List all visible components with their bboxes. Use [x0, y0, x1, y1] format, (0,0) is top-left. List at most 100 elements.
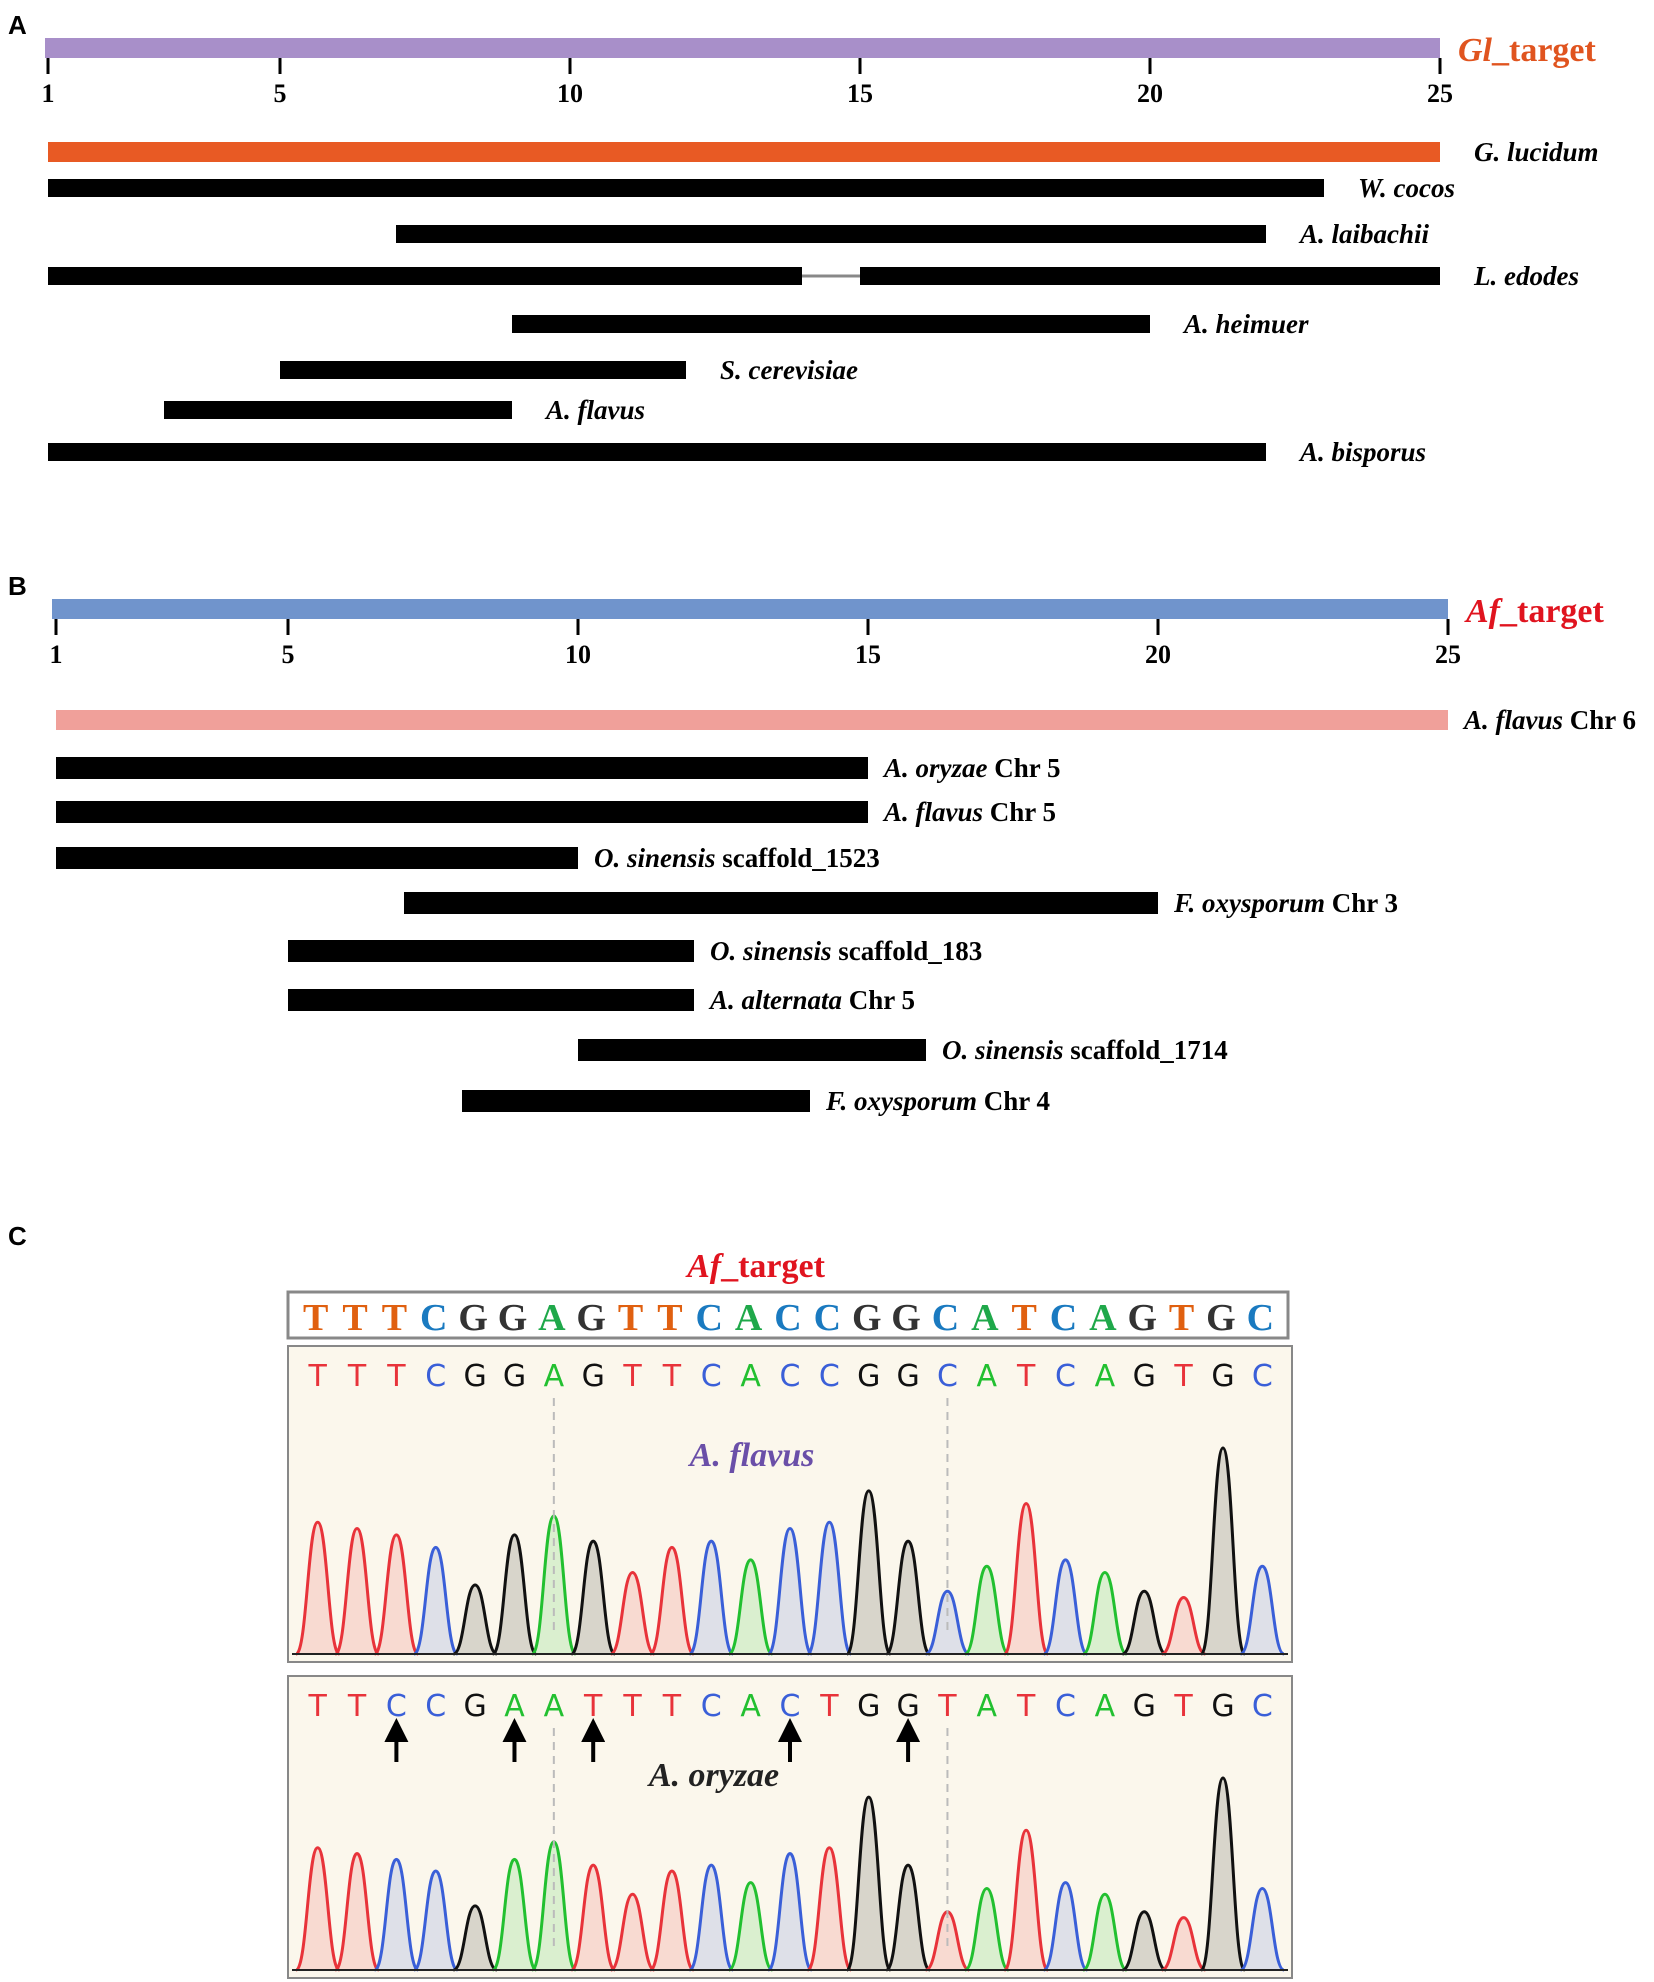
called-base: A	[544, 1359, 565, 1394]
target-base: T	[1011, 1297, 1036, 1339]
called-base: G	[1211, 1689, 1234, 1724]
called-base: T	[622, 1689, 642, 1724]
axis-tick-label: 25	[1435, 640, 1461, 669]
af-target-title-italic: Af	[1464, 593, 1504, 630]
called-base: T	[386, 1359, 406, 1394]
target-base: T	[1169, 1297, 1194, 1339]
species-name: W. cocos	[1358, 173, 1455, 203]
gl-target-title: Gl_target	[1458, 32, 1597, 69]
target-base: G	[852, 1297, 882, 1339]
trace-peak	[610, 1570, 656, 1656]
target-base: G	[1206, 1297, 1236, 1339]
trace-peak	[333, 1852, 381, 1972]
trace-peak	[845, 1489, 892, 1656]
trace-peak	[1239, 1564, 1285, 1656]
alignment-row: A. heimuer	[512, 309, 1309, 339]
trace-peak	[610, 1892, 656, 1972]
called-base: G	[896, 1359, 919, 1394]
trace-peak	[845, 1795, 892, 1972]
species-label: F. oxysporum Chr 4	[825, 1086, 1050, 1116]
called-base: A	[544, 1689, 565, 1724]
species-label: G. lucidum	[1474, 137, 1599, 167]
trace-peak	[294, 1846, 341, 1972]
alignment-bar	[56, 801, 868, 823]
species-label: A. oryzae Chr 5	[882, 753, 1061, 783]
species-name: A. heimuer	[1182, 309, 1309, 339]
species-name: F. oxysporum	[1173, 888, 1325, 918]
called-base: G	[857, 1689, 880, 1724]
called-base: T	[347, 1359, 367, 1394]
called-base: G	[503, 1359, 526, 1394]
axis-tick-label: 1	[42, 79, 55, 108]
axis-tick-label: 10	[565, 640, 591, 669]
alignment-bar	[48, 443, 1266, 461]
alignment-row: S. cerevisiae	[280, 355, 858, 385]
called-base: T	[1016, 1359, 1036, 1394]
trace-peak	[294, 1520, 341, 1656]
called-base: A	[977, 1689, 998, 1724]
alignment-bar	[56, 847, 578, 869]
called-base: C	[701, 1689, 722, 1724]
called-base: G	[896, 1689, 919, 1724]
called-base: G	[1211, 1359, 1234, 1394]
called-base: C	[1055, 1359, 1076, 1394]
axis-tick-label: 1	[50, 640, 63, 669]
trace-peak	[688, 1539, 735, 1656]
gl-target-title-rest: _target	[1491, 32, 1597, 69]
trace-peak	[1082, 1892, 1128, 1972]
trace-peak	[884, 1539, 932, 1656]
panel-b-label: B	[8, 571, 27, 601]
target-base: T	[342, 1297, 367, 1339]
called-base: A	[740, 1689, 761, 1724]
called-base: T	[1173, 1689, 1193, 1724]
trace-peak	[1199, 1446, 1247, 1656]
trace-peak	[964, 1886, 1010, 1972]
trace-species-name: A. oryzae	[647, 1757, 779, 1794]
species-name: A. flavus	[544, 395, 645, 425]
species-suffix: scaffold_183	[832, 936, 983, 966]
target-base: T	[618, 1297, 643, 1339]
target-base: G	[458, 1297, 488, 1339]
target-base: A	[538, 1297, 566, 1339]
trace-peak	[570, 1863, 617, 1972]
trace-peak	[964, 1564, 1010, 1656]
called-base: G	[463, 1689, 486, 1724]
called-base: T	[622, 1359, 642, 1394]
species-name: G. lucidum	[1474, 137, 1599, 167]
called-base: A	[1095, 1359, 1116, 1394]
species-label: A. flavus Chr 6	[1462, 705, 1636, 735]
reference-bar	[56, 710, 1448, 730]
target-base: G	[576, 1297, 606, 1339]
called-base: T	[583, 1689, 603, 1724]
trace-peak	[1082, 1570, 1128, 1656]
species-name: A. bisporus	[1298, 437, 1426, 467]
axis-tick-label: 25	[1427, 79, 1453, 108]
alignment-row: A. flavus Chr 5	[56, 797, 1056, 827]
alignment-bar	[462, 1090, 810, 1112]
trace-peak	[806, 1846, 853, 1972]
target-base: C	[774, 1297, 801, 1339]
target-base: G	[498, 1297, 528, 1339]
alignment-bar	[860, 267, 1440, 285]
species-label: A. heimuer	[1182, 309, 1309, 339]
axis-tick-label: 5	[282, 640, 295, 669]
species-label: O. sinensis scaffold_1523	[594, 843, 880, 873]
target-base: C	[1247, 1297, 1274, 1339]
alignment-bar	[578, 1039, 926, 1061]
called-base: G	[463, 1359, 486, 1394]
called-base: C	[425, 1359, 446, 1394]
species-label: O. sinensis scaffold_1714	[942, 1035, 1228, 1065]
trace-peak	[412, 1869, 459, 1972]
alignment-row: F. oxysporum Chr 4	[462, 1086, 1050, 1116]
species-suffix: Chr 6	[1563, 705, 1636, 735]
trace-peak	[452, 1583, 498, 1656]
called-base: G	[857, 1359, 880, 1394]
called-base: T	[662, 1689, 682, 1724]
axis-tick-label: 10	[557, 79, 583, 108]
trace-peak	[1121, 1910, 1167, 1972]
called-base: C	[819, 1359, 840, 1394]
trace-peak	[570, 1539, 617, 1656]
